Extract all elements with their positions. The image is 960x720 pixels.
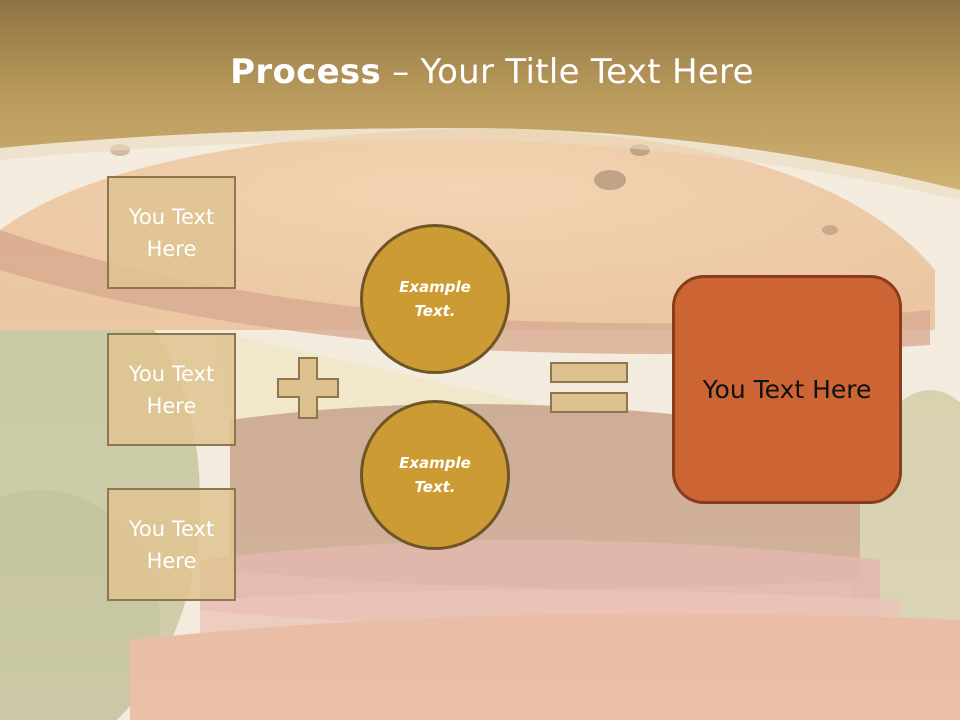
example-circle-2: Example Text. [360,400,510,550]
input-box-2: You Text Here [107,333,236,446]
input-box-1: You Text Here [107,176,236,289]
title-bold: Process [230,52,382,92]
input-box-3: You Text Here [107,488,236,601]
title-rest: Your Title Text Here [420,52,754,92]
slide-title: Process – Your Title Text Here [0,52,960,92]
example-circle-1: Example Text. [360,224,510,374]
title-separator: – [381,52,421,92]
equals-icon [550,362,628,413]
result-box: You Text Here [672,275,902,504]
plus-icon [277,357,339,419]
